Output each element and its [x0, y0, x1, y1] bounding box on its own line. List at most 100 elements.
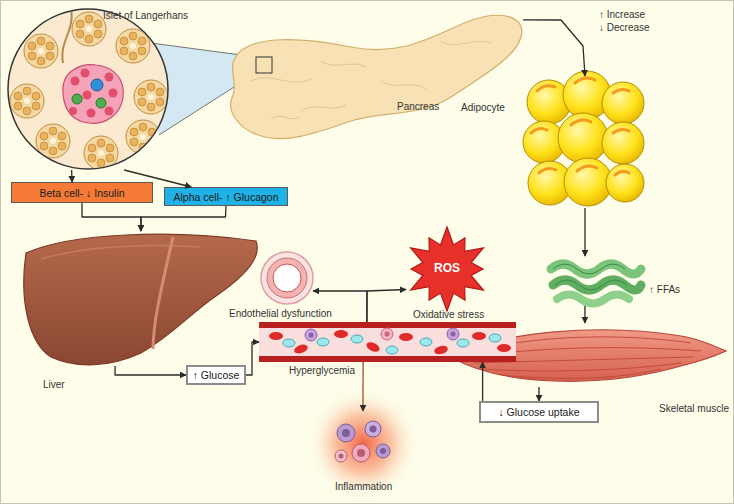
liver-illustration — [153, 237, 173, 349]
vessel-figure: Hyperglycemia — [259, 322, 516, 362]
node-label: ↑ Glucose — [193, 369, 240, 381]
islet-illustration — [81, 69, 90, 78]
node-label: Inflammation — [335, 481, 392, 493]
islet-illustration — [69, 107, 77, 115]
endothelium-illustration — [267, 258, 307, 298]
vessel-illustration — [497, 344, 511, 352]
vessel-illustration — [283, 339, 295, 347]
node-label: Endothelial dysfunction — [229, 308, 332, 320]
vessel-illustration — [351, 335, 363, 343]
islet-illustration — [62, 9, 71, 63]
islet-illustration — [105, 73, 114, 82]
islet-illustration — [10, 84, 44, 118]
flow-arrow — [82, 203, 141, 231]
vessel-illustration — [259, 322, 516, 362]
inflammation-illustration — [307, 388, 419, 500]
node-label: Skeletal muscle — [659, 403, 729, 415]
process-box: ↓ Glucose uptake — [479, 401, 599, 423]
inflammation-figure: Inflammation — [308, 411, 418, 477]
endothelium-figure: Endothelial dysfunction — [261, 251, 313, 305]
ffa-illustration — [557, 295, 629, 304]
vessel-illustration — [381, 328, 393, 340]
vessel-illustration — [309, 333, 314, 338]
process-box: Beta cell- ↓ Insulin — [11, 182, 153, 203]
islet-illustration — [8, 9, 168, 170]
endothelium-illustration — [261, 252, 313, 304]
node-label: Islet of Langerhans — [103, 10, 188, 22]
vessel-illustration — [489, 334, 501, 342]
inflammation-illustration — [365, 421, 381, 437]
vessel-illustration — [433, 344, 449, 355]
vessel-illustration — [386, 346, 398, 354]
flow-arrow — [482, 362, 483, 401]
inflammation-illustration — [307, 388, 419, 500]
inflammation-illustration — [352, 444, 370, 462]
pancreas-figure: Pancreas — [223, 9, 523, 144]
vessel-illustration — [259, 322, 516, 362]
pancreas-illustration — [256, 57, 272, 73]
vessel-illustration — [451, 332, 456, 337]
ros-star — [411, 227, 484, 311]
node-label: Alpha cell- ↑ Glucagon — [173, 191, 278, 203]
flow-arrow — [584, 208, 585, 256]
flow-arrow — [538, 387, 539, 401]
node-label: Adipocyte — [461, 102, 505, 114]
node-label: Beta cell- ↓ Insulin — [39, 187, 124, 199]
inflammation-illustration — [342, 429, 350, 437]
vessel-illustration — [317, 338, 329, 346]
islet-illustration — [83, 91, 92, 100]
process-box: ↑ Glucose — [186, 365, 246, 385]
liver-figure: Liver — [21, 231, 258, 366]
islet-illustration — [87, 109, 96, 118]
node-label: ROS — [434, 262, 460, 276]
liver-illustration — [24, 234, 258, 365]
adipocyte-illustration — [523, 71, 644, 206]
node-label: Oxidative stress — [413, 309, 484, 321]
vessel-illustration — [385, 332, 390, 337]
adipocyte-illustration — [531, 78, 629, 175]
endothelium-illustration — [273, 264, 301, 292]
liver-illustration — [24, 234, 258, 365]
flow-arrow — [523, 20, 585, 76]
pancreas-illustration — [231, 15, 522, 138]
flow-arrow — [584, 306, 585, 323]
ros-figure: ROSOxidative stress — [406, 231, 488, 309]
inflammation-illustration — [339, 454, 344, 459]
islet-illustration — [8, 9, 168, 169]
vessel-illustration — [399, 333, 413, 341]
flow-arrow — [246, 342, 259, 375]
vessel-illustration — [365, 340, 381, 353]
vessel-illustration — [457, 339, 469, 347]
vessel-illustration — [447, 328, 459, 340]
node-label: Liver — [43, 379, 65, 391]
flow-arrow — [115, 366, 186, 375]
islet-illustration — [72, 12, 106, 46]
flow-arrow — [362, 362, 363, 411]
liver-illustration — [41, 246, 201, 260]
islet-illustration — [116, 29, 150, 63]
vessel-illustration — [305, 329, 317, 341]
process-box: Alpha cell- ↑ Glucagon — [164, 187, 288, 206]
islet-illustration — [24, 34, 58, 68]
islet-illustration — [96, 98, 106, 108]
inflammation-illustration — [380, 448, 386, 454]
flow-arrow — [71, 170, 73, 182]
inflammation-illustration — [370, 426, 377, 433]
islet-illustration — [105, 107, 114, 116]
key-label: ↑ Increase — [599, 9, 645, 20]
key-label: ↓ Decrease — [599, 22, 650, 33]
adipocyte-figure: Adipocyte — [526, 76, 644, 208]
pancreas-illustration — [251, 41, 491, 119]
islet-illustration — [72, 94, 82, 104]
node-label: Hyperglycemia — [289, 365, 355, 377]
flow-arrow — [367, 290, 406, 323]
ffa-illustration — [553, 264, 627, 290]
vessel-illustration — [334, 330, 348, 338]
islet-illustration — [71, 77, 80, 86]
ffa-illustration — [551, 264, 641, 304]
islet-figure: Islet of Langerhans — [6, 9, 170, 170]
vessel-illustration — [293, 343, 309, 355]
vessel-illustration — [259, 328, 516, 356]
